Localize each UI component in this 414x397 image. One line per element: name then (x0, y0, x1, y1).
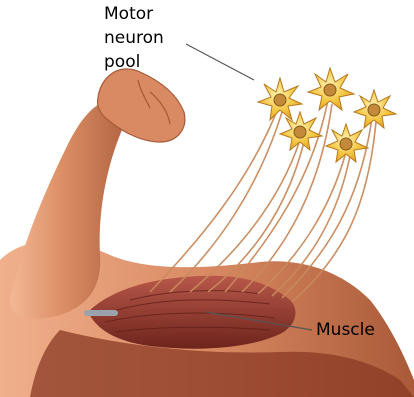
label-line: neuron (104, 26, 164, 50)
muscle-label: Muscle (316, 318, 375, 342)
neuron-cell (308, 68, 354, 110)
tendon (84, 310, 118, 316)
label-line: Motor (104, 2, 164, 26)
label-line: pool (104, 50, 164, 74)
neuron-cell (326, 124, 368, 162)
motor-neuron-pool (258, 68, 396, 162)
motor-neuron-pool-label: Motor neuron pool (104, 2, 164, 74)
pool-leader-line (186, 44, 254, 80)
neuron-cell (258, 78, 302, 120)
neuron-cell (354, 90, 396, 128)
flexed-arm (0, 69, 414, 397)
